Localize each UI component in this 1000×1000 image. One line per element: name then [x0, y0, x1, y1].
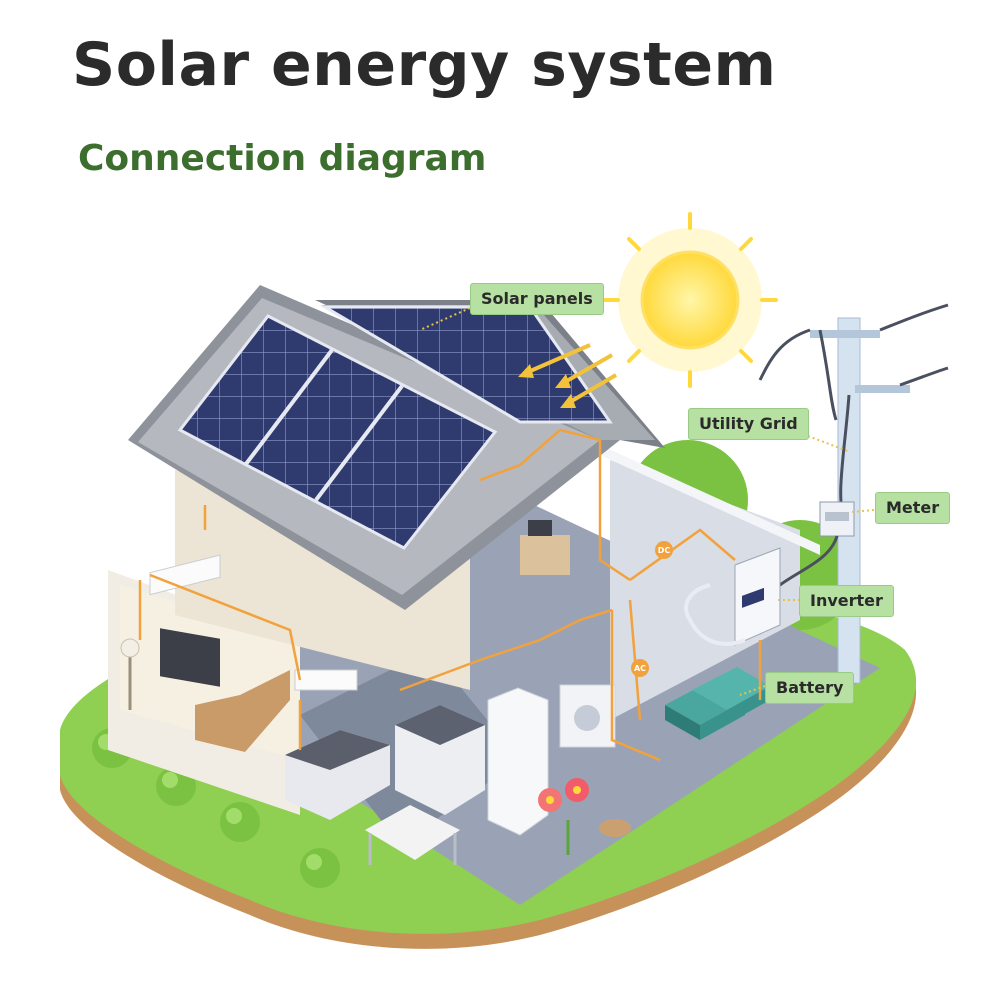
wiring	[138, 428, 762, 762]
inverter-label: Inverter	[799, 585, 894, 617]
sun	[602, 212, 778, 388]
page-subtitle: Connection diagram	[78, 138, 487, 179]
dc-tag-label: DC	[658, 546, 671, 555]
meter-box	[779, 501, 855, 587]
ac-wire-tag: AC	[631, 659, 649, 677]
flower	[538, 778, 589, 855]
inverter-unit	[684, 547, 781, 646]
battery-label: Battery	[765, 672, 855, 704]
leader-lines	[419, 307, 875, 696]
dc-wire-tag: DC	[655, 541, 673, 559]
sunlight-arrows	[518, 343, 618, 408]
utility-grid-label: Utility Grid	[688, 408, 809, 440]
solar-panels-label: Solar panels	[470, 283, 604, 315]
solar-panel-array	[177, 305, 613, 550]
ac-tag-label: AC	[634, 664, 646, 673]
rocks	[599, 819, 631, 837]
page-title: Solar energy system	[72, 30, 777, 100]
meter-label: Meter	[875, 492, 951, 524]
